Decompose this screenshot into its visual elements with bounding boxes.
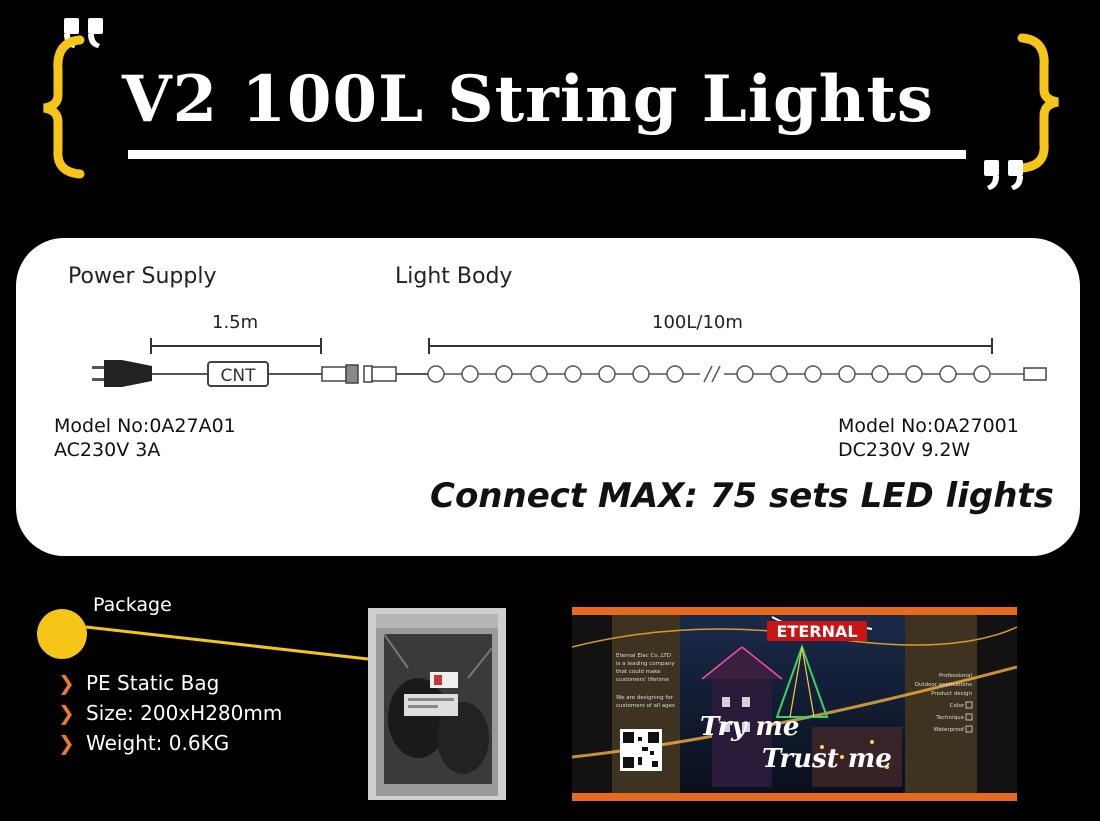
svg-text:is a leading company: is a leading company [616,661,675,667]
controller-label: CNT [221,366,257,386]
bulb-icon [804,365,822,383]
break-mark-icon [703,365,721,383]
package-dot [37,609,87,659]
chevron-right-icon: ❯ [58,671,75,695]
light-body-label: Light Body [395,264,513,289]
power-supply-label: Power Supply [68,264,217,289]
cable-length-label: 1.5m [212,312,259,333]
bulb-icon [427,365,445,383]
bulb-icon [939,365,957,383]
svg-text:customers of all ages: customers of all ages [616,703,675,709]
connect-max-text: Connect MAX: 75 sets LED lights [430,476,1054,516]
right-model-power: DC230V 9.2W [838,439,971,461]
bulb-icon [495,365,513,383]
bulb-icon [770,365,788,383]
right-model-number: Model No:0A27001 [838,415,1019,437]
package-title: Package [93,594,172,616]
body-dimension-line [428,338,993,354]
packaging-banner: ETERNAL Try me Trust me Eternal Elec Co.… [572,607,1017,801]
slogan-trust: Trust me [762,744,892,774]
left-brace-icon [43,35,85,179]
svg-text:customers' lifetime: customers' lifetime [616,677,669,683]
package-photo [368,608,506,800]
right-brace-icon [1017,33,1059,173]
bulb-string [427,365,1024,383]
bulb-icon [973,365,991,383]
svg-text:Outdoor applications: Outdoor applications [915,682,973,688]
title-underline [128,150,966,159]
svg-text:We are designing for: We are designing for [616,695,674,701]
end-cap [1023,367,1047,381]
svg-text:Color: Color [950,703,965,709]
left-model-info: Model No:0A27A01 AC230V 3A [54,414,236,462]
package-item: ❯PE Static Bag [58,671,220,695]
connector-icon [321,364,397,384]
svg-text:Waterproof: Waterproof [933,727,965,733]
bulb-icon [736,365,754,383]
bulb-icon [871,365,889,383]
svg-text:Eternal Elec Co.,LTD: Eternal Elec Co.,LTD [616,653,671,659]
controller-box [207,361,269,387]
svg-text:Technique: Technique [935,715,964,721]
bulb-icon [666,365,684,383]
cable-dimension-line [150,338,322,354]
title-area: V2 100L String Lights [0,0,1100,220]
right-model-info: Model No:0A27001 DC230V 9.2W [838,414,1019,462]
left-model-number: Model No:0A27A01 [54,415,236,437]
bulb-icon [598,365,616,383]
brand-logo: ETERNAL [776,622,857,641]
diagram-card [16,238,1080,556]
body-length-label: 100L/10m [652,312,743,333]
slogan-try: Try me [700,712,799,742]
page-title: V2 100L String Lights [122,62,934,137]
package-pointer-line [85,625,369,661]
chevron-right-icon: ❯ [58,701,75,725]
static-bag-image [376,614,498,796]
svg-text:Product design: Product design [931,691,972,697]
close-quote-icon [984,160,1023,190]
wiring-diagram: CNT [92,338,1047,387]
svg-text:Professional: Professional [939,673,973,679]
bulb-icon [530,365,548,383]
chevron-right-icon: ❯ [58,731,75,755]
plug-icon [92,360,152,387]
bulb-icon [632,365,650,383]
svg-text:that could make: that could make [616,669,661,675]
bulb-icon [564,365,582,383]
bulb-icon [461,365,479,383]
package-item: ❯Size: 200xH280mm [58,701,283,725]
package-item: ❯Weight: 0.6KG [58,731,230,755]
left-model-power: AC230V 3A [54,439,161,461]
packaging-artwork: ETERNAL Try me Trust me Eternal Elec Co.… [572,607,1017,801]
bulb-icon [838,365,856,383]
title-decoration [43,18,1059,190]
bulb-icon [905,365,923,383]
